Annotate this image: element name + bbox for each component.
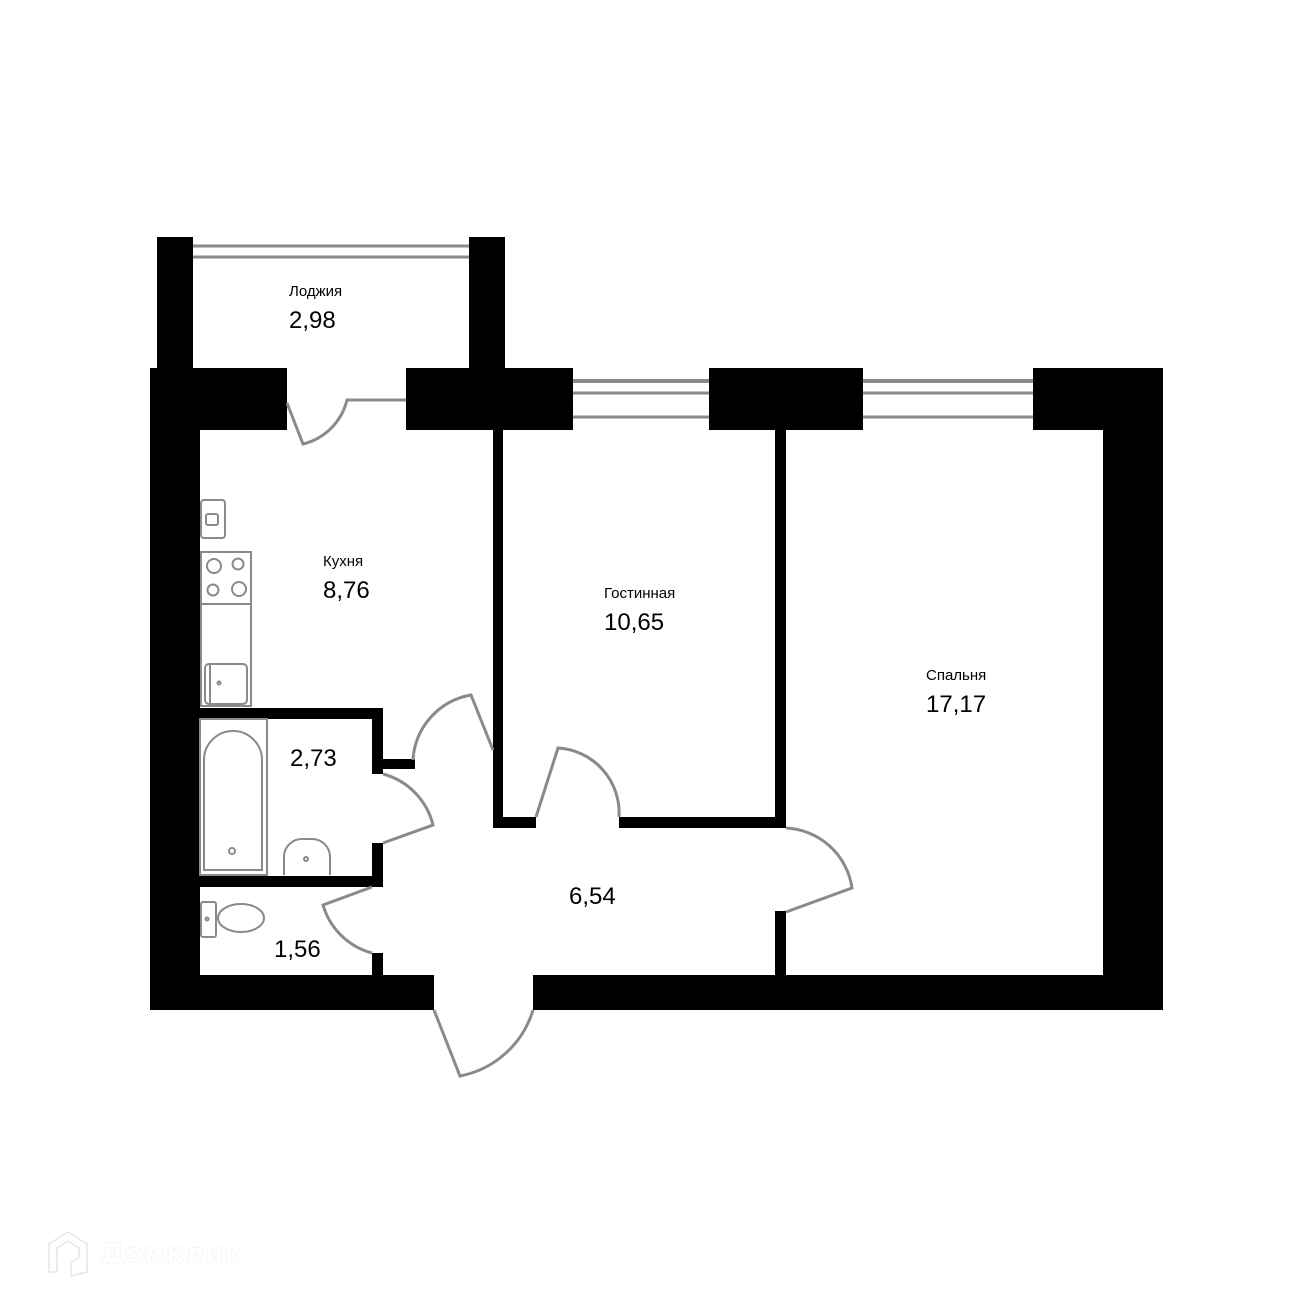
bathroom-fixtures bbox=[199, 718, 331, 876]
room-area-kitchen: 8,76 bbox=[323, 577, 370, 604]
living-room-window bbox=[573, 379, 709, 419]
bedroom-window bbox=[863, 379, 1033, 419]
kitchen-fixtures bbox=[200, 499, 252, 707]
room-area-toilet: 1,56 bbox=[274, 936, 321, 963]
house-logo-icon bbox=[48, 1231, 88, 1277]
washbasin-icon bbox=[283, 837, 331, 875]
room-area-bathroom: 2,73 bbox=[290, 745, 337, 772]
toilet-tank-icon bbox=[200, 901, 217, 938]
toilet-bowl-icon bbox=[217, 903, 265, 933]
room-name-loggia: Лоджия bbox=[289, 283, 343, 300]
room-name-living: Гостинная bbox=[604, 585, 676, 602]
toilet-fixture bbox=[200, 901, 265, 938]
loggia-window bbox=[193, 244, 469, 259]
fridge-icon bbox=[200, 499, 226, 539]
doors bbox=[285, 398, 854, 1078]
bathtub-icon bbox=[199, 718, 268, 876]
room-area-bedroom: 17,17 bbox=[926, 691, 987, 718]
domclick-watermark: Домклик bbox=[45, 1228, 243, 1280]
room-name-bedroom: Спальня bbox=[926, 667, 987, 684]
room-area-hallway: 6,54 bbox=[569, 883, 616, 910]
room-area-loggia: 2,98 bbox=[289, 307, 336, 334]
sink-icon bbox=[204, 663, 248, 705]
room-area-living: 10,65 bbox=[604, 609, 665, 636]
stove-icon bbox=[200, 551, 252, 605]
walls bbox=[150, 237, 1163, 1010]
room-name-kitchen: Кухня bbox=[323, 553, 364, 570]
watermark-text: Домклик bbox=[101, 1239, 243, 1269]
counter bbox=[200, 603, 252, 707]
